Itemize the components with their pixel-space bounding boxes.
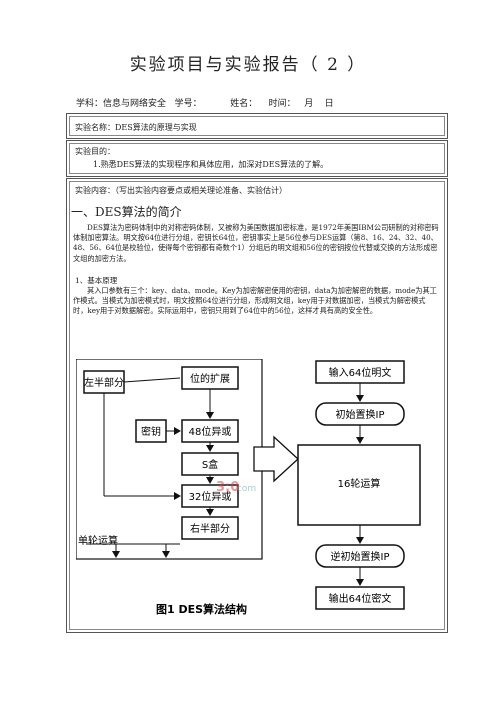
sbox-label: S盒 xyxy=(202,458,218,471)
report-title: 实验项目与实验报告（ 2 ） xyxy=(129,55,367,75)
round-label: 单轮运算 xyxy=(78,534,118,547)
content-label: 实验内容：（写出实验内容要点或相关理论准备、实验估计） xyxy=(75,186,287,195)
purpose-label: 实验目的： xyxy=(75,147,115,156)
right-half-box xyxy=(181,516,239,540)
experiment-content-box: 实验内容：（写出实验内容要点或相关理论准备、实验估计） 一、DES算法的简介 D… xyxy=(66,178,448,633)
xor32-label: 32位异或 xyxy=(189,490,232,503)
input-label: 输入64位明文 xyxy=(329,366,392,379)
watermark-com: .com xyxy=(234,484,256,494)
output-label: 输出64位密文 xyxy=(329,592,392,605)
experiment-name: 实验名称：DES算法的原理与实现 xyxy=(75,123,197,132)
watermark: 3:0 xyxy=(216,480,239,495)
experiment-purpose-box: 实验目的： 1.熟悉DES算法的实现程序和具体应用，加深对DES算法的了解。 xyxy=(66,140,448,177)
right-half-label: 右半部分 xyxy=(190,522,230,535)
paragraph-principle: 其入口参数有三个：key、data、mode。Key为加密解密使用的密钥，dat… xyxy=(73,286,437,316)
flow-arrow-icon xyxy=(253,435,299,483)
section-heading: 一、DES算法的简介 xyxy=(71,205,182,219)
experiment-name-box: 实验名称：DES算法的原理与实现 xyxy=(66,113,448,139)
student-info-line: 学科：信息与网络安全 学号： 姓名： 时间： 月 日 xyxy=(76,99,334,109)
rounds-label: 16轮运算 xyxy=(338,477,381,490)
des-structure-figure: 左半部分 位的扩展 48位异或 密钥 S盒 32位异或 右半部分 单轮运算 3:… xyxy=(76,359,421,616)
paragraph-intro: DES算法为密码体制中的对称密码体制，又被称为美国数据加密标准，是1972年美国… xyxy=(73,223,439,263)
xor48-label: 48位异或 xyxy=(189,425,232,438)
purpose-item: 1.熟悉DES算法的实现程序和具体应用，加深对DES算法的了解。 xyxy=(93,160,329,169)
key-label: 密钥 xyxy=(141,425,161,438)
left-half-label: 左半部分 xyxy=(84,376,124,389)
subheading-principle: 1、基本原理 xyxy=(75,276,118,285)
rounds-box xyxy=(297,444,421,526)
ip-label: 初始置换IP xyxy=(336,408,385,421)
ip-inverse-label: 逆初始置换IP xyxy=(331,550,390,563)
expand-label: 位的扩展 xyxy=(190,372,230,385)
output-box xyxy=(315,586,405,610)
figure-caption: 图1 DES算法结构 xyxy=(156,602,247,616)
